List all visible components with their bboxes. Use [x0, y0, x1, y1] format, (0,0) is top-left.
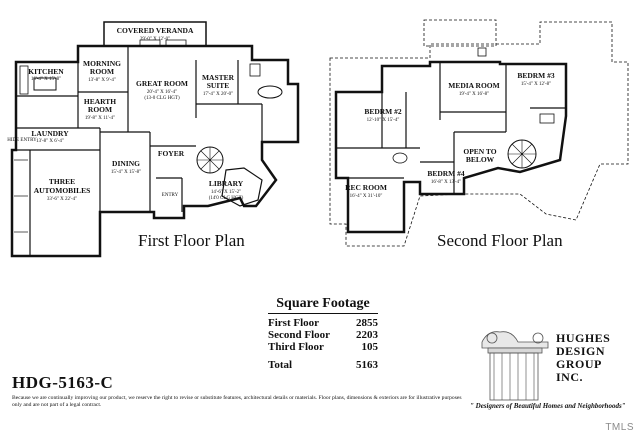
sqft-value: 2855	[356, 317, 378, 329]
room-dims-kitchen: 16'-4" X 15'-8"	[31, 77, 61, 82]
sqft-row-total: Total 5163	[268, 359, 378, 371]
second-floor-plan-title: Second Floor Plan	[437, 231, 563, 250]
room-label-three-automobiles-2: AUTOMOBILES	[34, 186, 91, 195]
second-floor-plan	[329, 19, 629, 247]
sqft-label: Third Floor	[268, 341, 324, 353]
room-label-open-to-below-2: BELOW	[466, 155, 495, 164]
company-logo-column	[481, 331, 549, 401]
plan-code: HDG-5163-C	[12, 373, 114, 392]
company-name-line3: GROUP	[556, 357, 602, 371]
room-dims-covered-veranda: 39'-0" X 12'-0"	[140, 37, 170, 42]
room-label-morning-room-2: ROOM	[90, 67, 114, 76]
square-footage-table: Square Footage First Floor 2855 Second F…	[268, 296, 378, 371]
room-label-bedrm-2: BEDRM #2	[364, 107, 402, 116]
room-label-great-room: GREAT ROOM	[136, 79, 188, 88]
first-floor-plan-title: First Floor Plan	[138, 231, 245, 250]
room-dims-hearth-room: 19'-8" X 11'-4"	[85, 116, 115, 121]
sqft-row-first-floor: First Floor 2855	[268, 317, 378, 329]
company-name-line1: HUGHES	[556, 331, 611, 345]
room-dims-rec-room: 16'-4" X 31'-10"	[350, 194, 383, 199]
room-label-media-room: MEDIA ROOM	[448, 81, 499, 90]
room-label-bedrm-3: BEDRM #3	[517, 71, 555, 80]
room-dims-three-automobiles: 33'-6" X 22'-4"	[47, 197, 77, 202]
roof-outline	[329, 21, 629, 247]
room-label-laundry: LAUNDRY	[31, 129, 69, 138]
first-floor-room-labels: COVERED VERANDA 39'-0" X 12'-0" KITCHEN …	[7, 26, 244, 202]
room-label-entry: ENTRY	[162, 193, 179, 198]
square-footage-title: Square Footage	[268, 296, 378, 314]
sqft-value: 2203	[356, 329, 378, 341]
room-label-foyer: FOYER	[158, 149, 185, 158]
disclaimer-text: Because we are continually improving our…	[12, 395, 462, 408]
room-dims-library: 14'-6" X 15'-2"	[211, 190, 241, 195]
room-dims-dining: 15'-4" X 15'-8"	[111, 170, 141, 175]
room-label-hearth-room-2: ROOM	[88, 105, 112, 114]
room-dims-great-room: 20'-4" X 16'-4"	[147, 90, 177, 95]
second-floor-room-labels: MEDIA ROOM 19'-4" X 16'-8" BEDRM #3 15'-…	[345, 71, 555, 199]
room-label-covered-veranda: COVERED VERANDA	[117, 26, 194, 35]
second-floor-outline	[334, 60, 568, 234]
sqft-total-label: Total	[268, 359, 293, 371]
room-label-master-suite-2: SUITE	[207, 81, 230, 90]
room-label-dining: DINING	[112, 159, 140, 168]
room-label-open-to-below-1: OPEN TO	[463, 147, 496, 156]
first-floor-plan	[10, 21, 300, 258]
room-label-rec-room: REC ROOM	[345, 183, 387, 192]
room-label-library: LIBRARY	[209, 179, 244, 188]
room-dims-bedrm-3: 15'-4" X 12'-8"	[521, 82, 551, 87]
bathtub	[257, 85, 283, 99]
sqft-total-value: 5163	[356, 359, 378, 371]
kitchen-island	[33, 77, 57, 91]
first-floor-outline	[10, 44, 300, 258]
company-name: HUGHES DESIGN GROUP INC.	[556, 332, 610, 384]
sqft-label: Second Floor	[268, 329, 331, 341]
sqft-row-second-floor: Second Floor 2203	[268, 329, 378, 341]
mls-watermark: TMLS	[605, 422, 634, 433]
room-dims-bedrm-4: 16'-8" X 13'-4"	[431, 180, 461, 185]
room-label-hearth-room-1: HEARTH	[84, 97, 116, 106]
room-label-kitchen: KITCHEN	[28, 67, 64, 76]
sqft-value: 105	[361, 341, 379, 353]
room-label-hide-entry: HIDE ENTRY	[7, 138, 37, 143]
room-dims-morning-room: 13'-8" X 9'-4"	[88, 78, 116, 83]
company-name-line4: INC.	[556, 370, 584, 384]
room-note-library: (14'0 CLG HGT)	[209, 196, 244, 201]
room-dims-laundry: 13'-8" X 6'-4"	[36, 139, 64, 144]
library-bay	[221, 167, 263, 207]
room-label-bedrm-4: BEDRM #4	[427, 169, 465, 178]
company-name-line2: DESIGN	[556, 344, 606, 358]
company-tagline: " Designers of Beautiful Homes and Neigh…	[470, 402, 626, 410]
sqft-row-third-floor: Third Floor 105	[268, 341, 378, 353]
room-label-three-automobiles-1: THREE	[49, 177, 75, 186]
room-label-master-suite-1: MASTER	[202, 73, 235, 82]
sqft-label: First Floor	[268, 317, 320, 329]
room-label-morning-room-1: MORNING	[83, 59, 121, 68]
room-dims-media-room: 19'-4" X 16'-8"	[459, 92, 489, 97]
room-dims-bedrm-2: 12'-10" X 15'-4"	[367, 118, 400, 123]
room-note-great-room: (13-0 CLG HGT)	[144, 96, 180, 101]
room-dims-master-suite: 17'-4" X 20'-0"	[203, 92, 233, 97]
